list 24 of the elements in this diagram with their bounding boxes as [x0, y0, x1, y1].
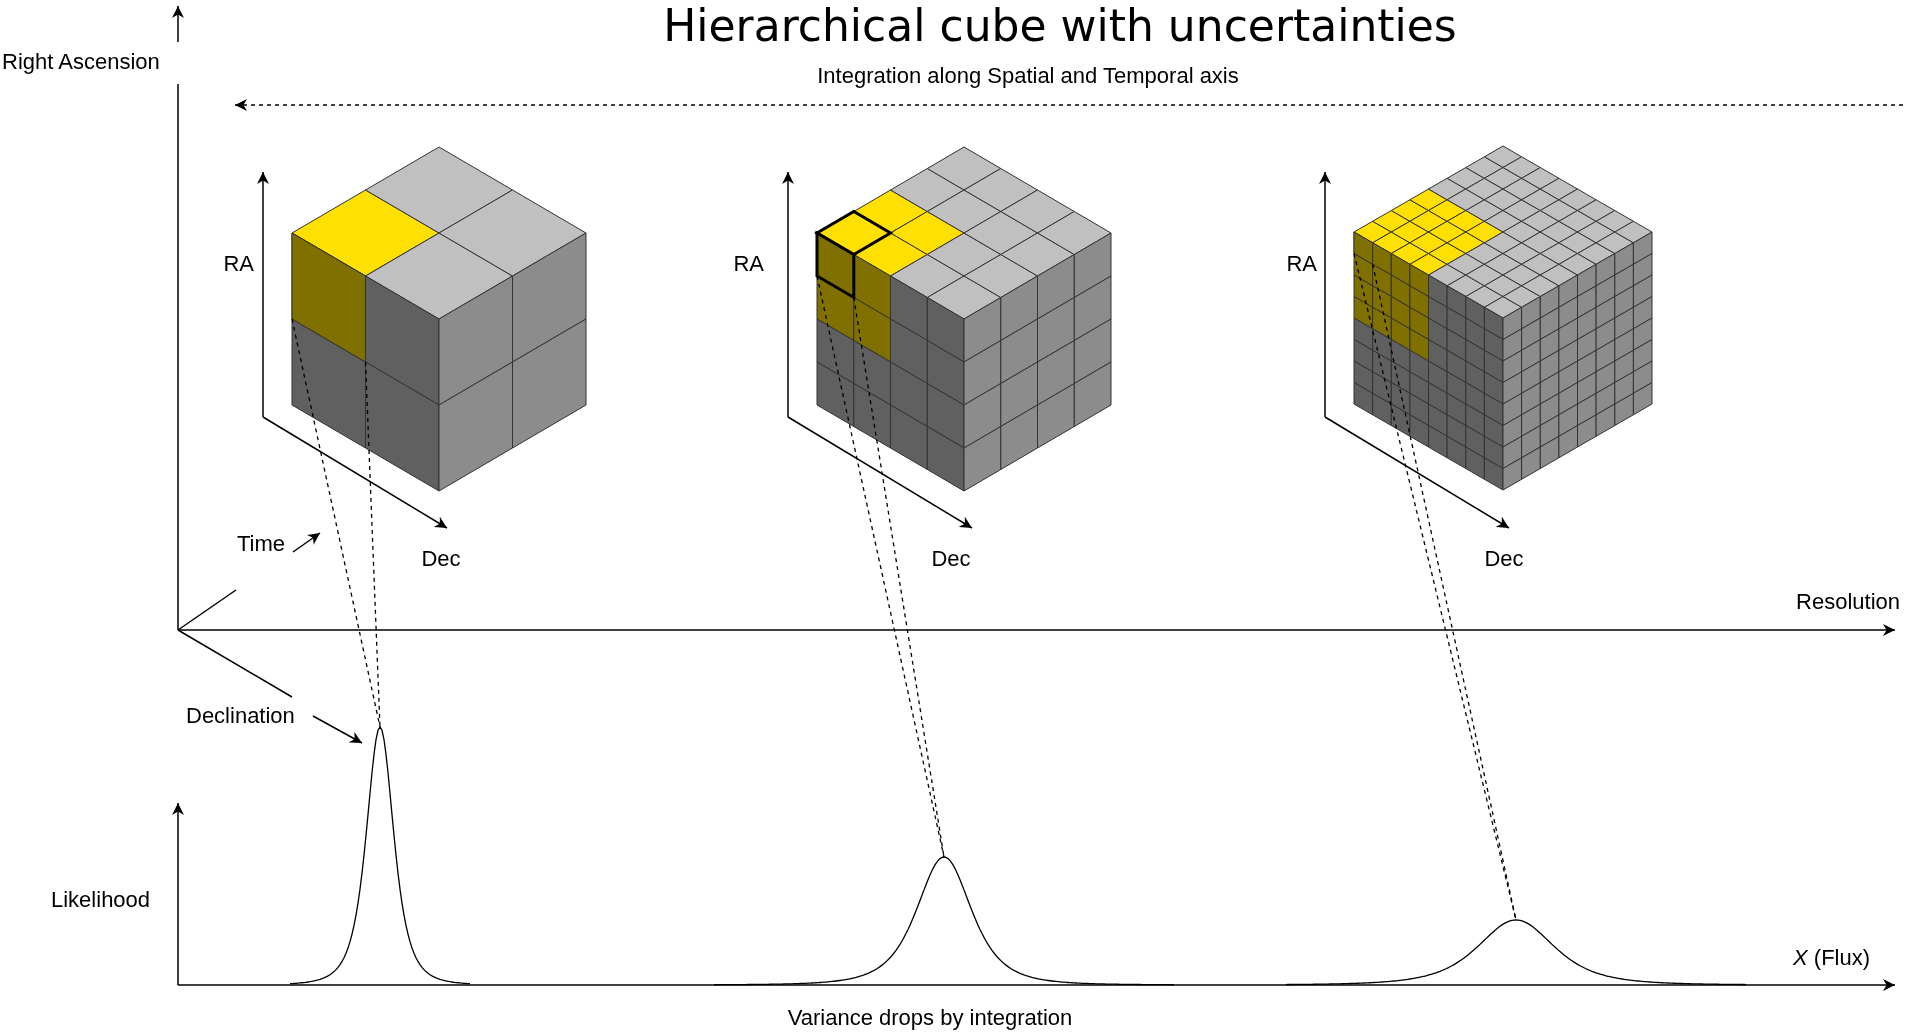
axis-label: RA [733, 251, 764, 277]
axis-label: RA [223, 251, 254, 277]
axis-label: Variance drops by integration [787, 1005, 1073, 1031]
bell-curve [714, 856, 1174, 986]
title: Hierarchical cube with uncertainties [663, 0, 1457, 52]
bell-curve [1286, 919, 1746, 986]
axis-label: Dec [1484, 546, 1524, 572]
axis-label: Dec [931, 546, 971, 572]
axis-label: Resolution [1796, 589, 1900, 615]
leader-line [291, 318, 381, 728]
bell-curve [290, 726, 470, 986]
leader-line [816, 275, 945, 858]
axis-label: Declination [186, 703, 295, 729]
highlighted-cell [291, 232, 366, 363]
axis-label: Right Ascension [2, 49, 160, 75]
axis-label: Integration along Spatial and Temporal axis [817, 63, 1239, 89]
axis-label: Time [237, 531, 286, 557]
highlighted-cell [1353, 231, 1374, 265]
highlighted-cell [815, 230, 856, 301]
axis-label: Likelihood [51, 887, 151, 913]
axis-label: Dec [421, 546, 461, 572]
axis-label: X (Flux) [1793, 945, 1870, 971]
axis-label: RA [1286, 251, 1317, 277]
leader-line [364, 361, 381, 728]
